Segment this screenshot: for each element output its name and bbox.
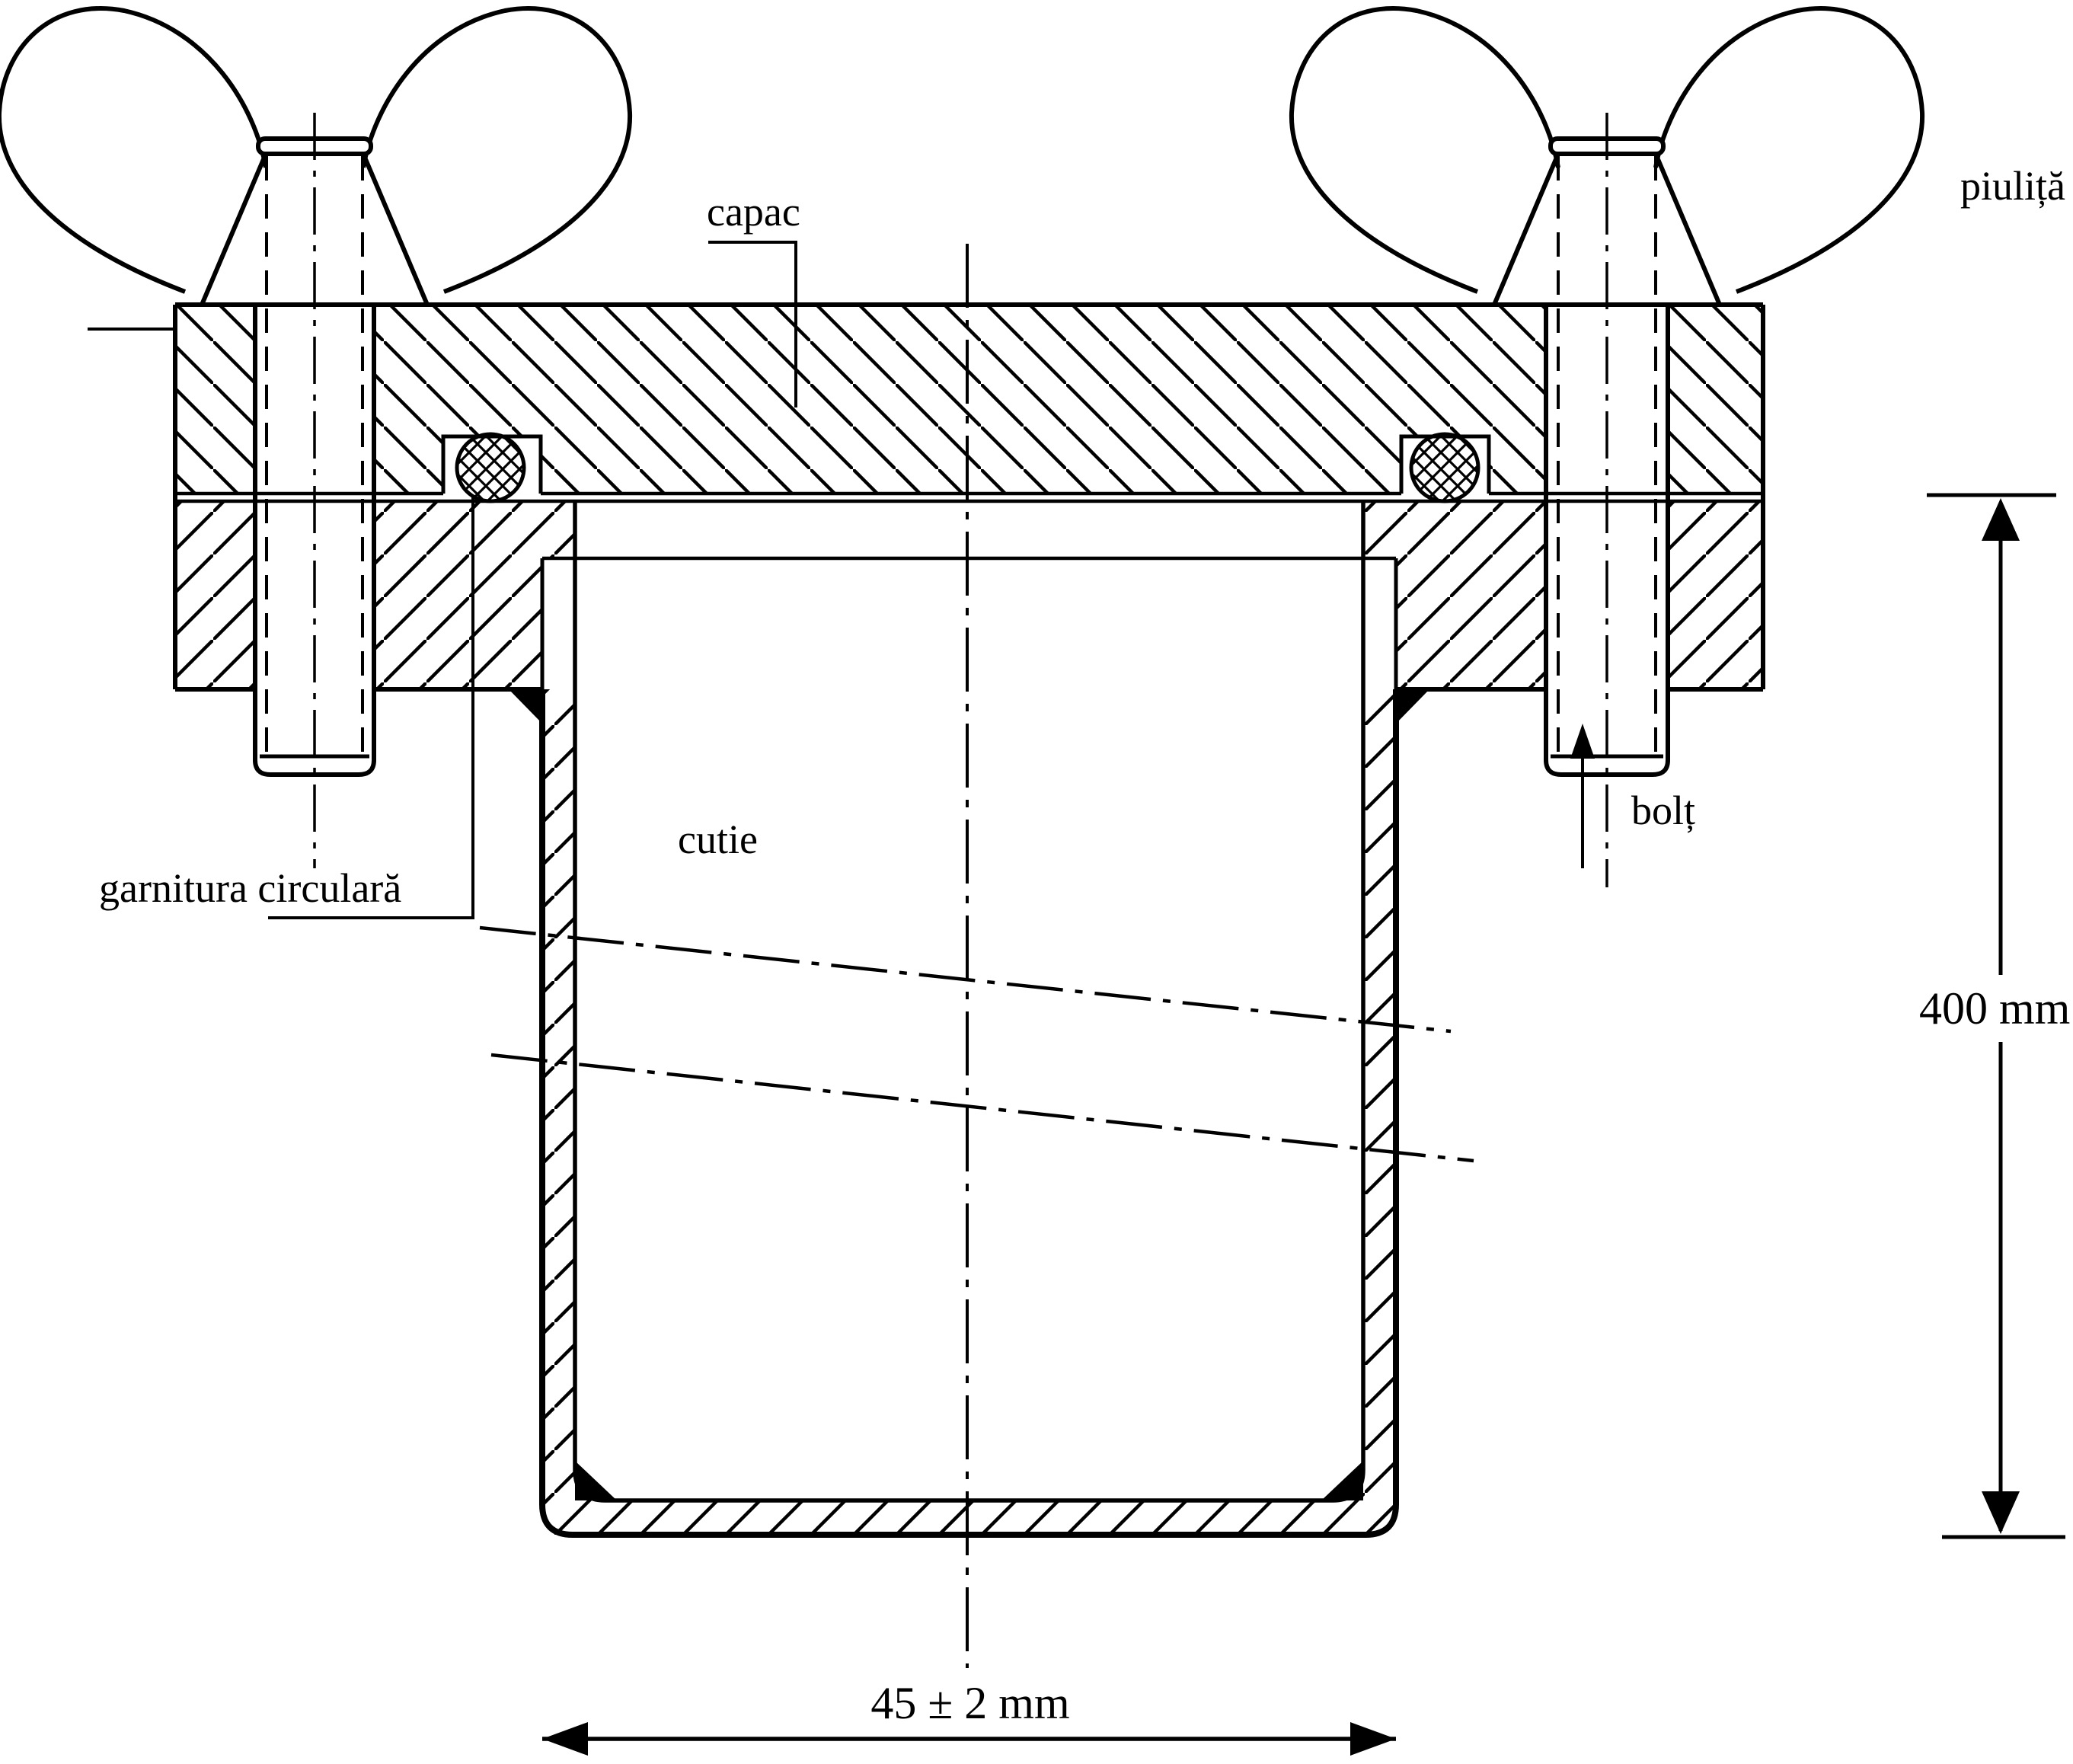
label-bolt: bolț — [1631, 788, 1695, 833]
label-capac: capac — [707, 189, 800, 235]
arrowhead-up — [1982, 498, 2020, 541]
box-flange-fill — [175, 501, 1763, 689]
weld-fillets — [509, 689, 1429, 1500]
label-dimension-height: 400 mm — [1919, 983, 2070, 1034]
bolt-right — [1544, 113, 1670, 887]
arrowhead-left — [542, 1722, 588, 1756]
bolt-left — [253, 113, 376, 868]
label-piulita: piuliță — [1960, 163, 2065, 209]
lid-section-fill — [175, 305, 1763, 495]
label-garnitura: garnitura circulară — [99, 865, 401, 911]
leader-bolt-arrowhead — [1570, 724, 1595, 759]
leader-garnitura — [268, 497, 474, 919]
arrowhead-down — [1982, 1491, 2020, 1534]
dimension-height — [1927, 493, 2065, 1539]
o-ring-gasket-right — [1409, 432, 1480, 503]
lid-outline — [173, 302, 1765, 689]
arrowhead-right — [1350, 1722, 1396, 1756]
box-wall-fill — [542, 689, 1396, 1535]
break-lines — [479, 925, 1474, 1163]
o-ring-gasket-left — [455, 432, 526, 503]
label-cutie: cutie — [678, 816, 758, 862]
wing-nut-left — [0, 6, 633, 306]
leader-capac — [708, 241, 797, 407]
label-dimension-width: 45 ± 2 mm — [870, 1678, 1069, 1728]
